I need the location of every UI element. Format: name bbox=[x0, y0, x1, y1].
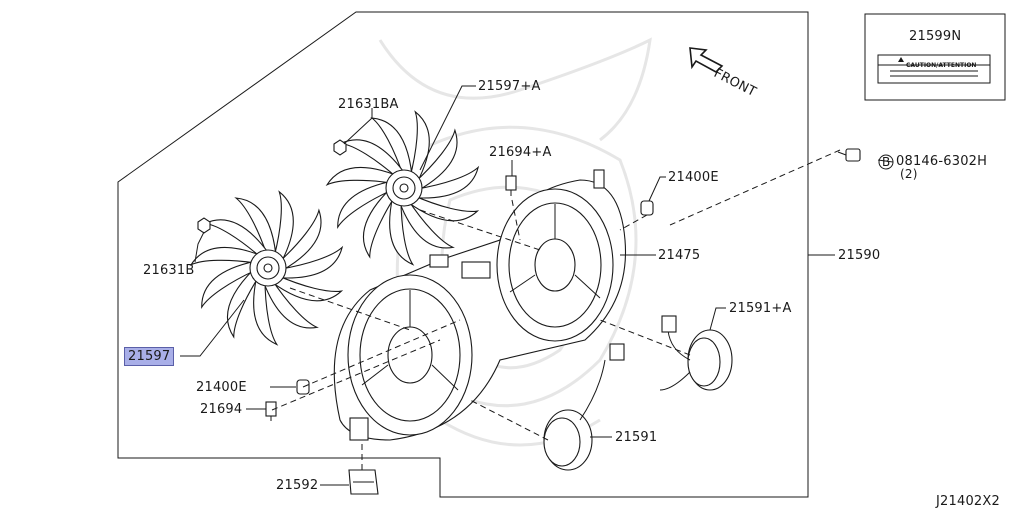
diagram-code: J21402X2 bbox=[936, 494, 1000, 509]
bracket-21592 bbox=[348, 469, 379, 495]
label-bolt-08146-6302H: 08146-6302H bbox=[896, 154, 988, 169]
fan-motor-21591 bbox=[543, 343, 625, 471]
fan-shroud-21590 bbox=[333, 169, 627, 441]
label-21592: 21592 bbox=[276, 478, 319, 493]
nut-21631BA bbox=[333, 139, 347, 156]
clip-21694A bbox=[505, 175, 517, 196]
clip-21694 bbox=[265, 401, 277, 421]
label-21591: 21591 bbox=[615, 430, 658, 445]
caution-label-text: CAUTION/ATTENTION bbox=[906, 62, 977, 69]
label-21631BA: 21631BA bbox=[338, 97, 399, 112]
label-21694A: 21694+A bbox=[489, 145, 552, 160]
nut-21631B bbox=[197, 217, 211, 234]
label-21597-highlighted[interactable]: 21597 bbox=[124, 347, 175, 366]
grommet-21400E-top bbox=[640, 200, 654, 216]
label-bolt-quantity: (2) bbox=[900, 167, 918, 181]
label-21694: 21694 bbox=[200, 402, 243, 417]
label-21599N: 21599N bbox=[909, 29, 962, 44]
caution-label-frame bbox=[864, 13, 1006, 101]
fan-blade-21597 bbox=[189, 190, 344, 346]
front-arrow-icon bbox=[689, 47, 724, 73]
label-21590: 21590 bbox=[838, 248, 881, 263]
warning-triangle-icon bbox=[898, 57, 904, 62]
label-21400E-bottom: 21400E bbox=[196, 380, 247, 395]
assembly-boundary bbox=[117, 11, 809, 498]
fan-motor-21591A bbox=[659, 315, 733, 391]
label-21631B: 21631B bbox=[143, 263, 195, 278]
label-21591A: 21591+A bbox=[729, 301, 792, 316]
label-21597A: 21597+A bbox=[478, 79, 541, 94]
fan-blade-21597A bbox=[325, 110, 480, 266]
label-21400E-top: 21400E bbox=[668, 170, 719, 185]
caution-label-sticker bbox=[877, 54, 991, 84]
bolt-08146-6302H bbox=[837, 148, 861, 162]
bolt-type-letter: B bbox=[882, 155, 891, 169]
label-21475: 21475 bbox=[658, 248, 701, 263]
